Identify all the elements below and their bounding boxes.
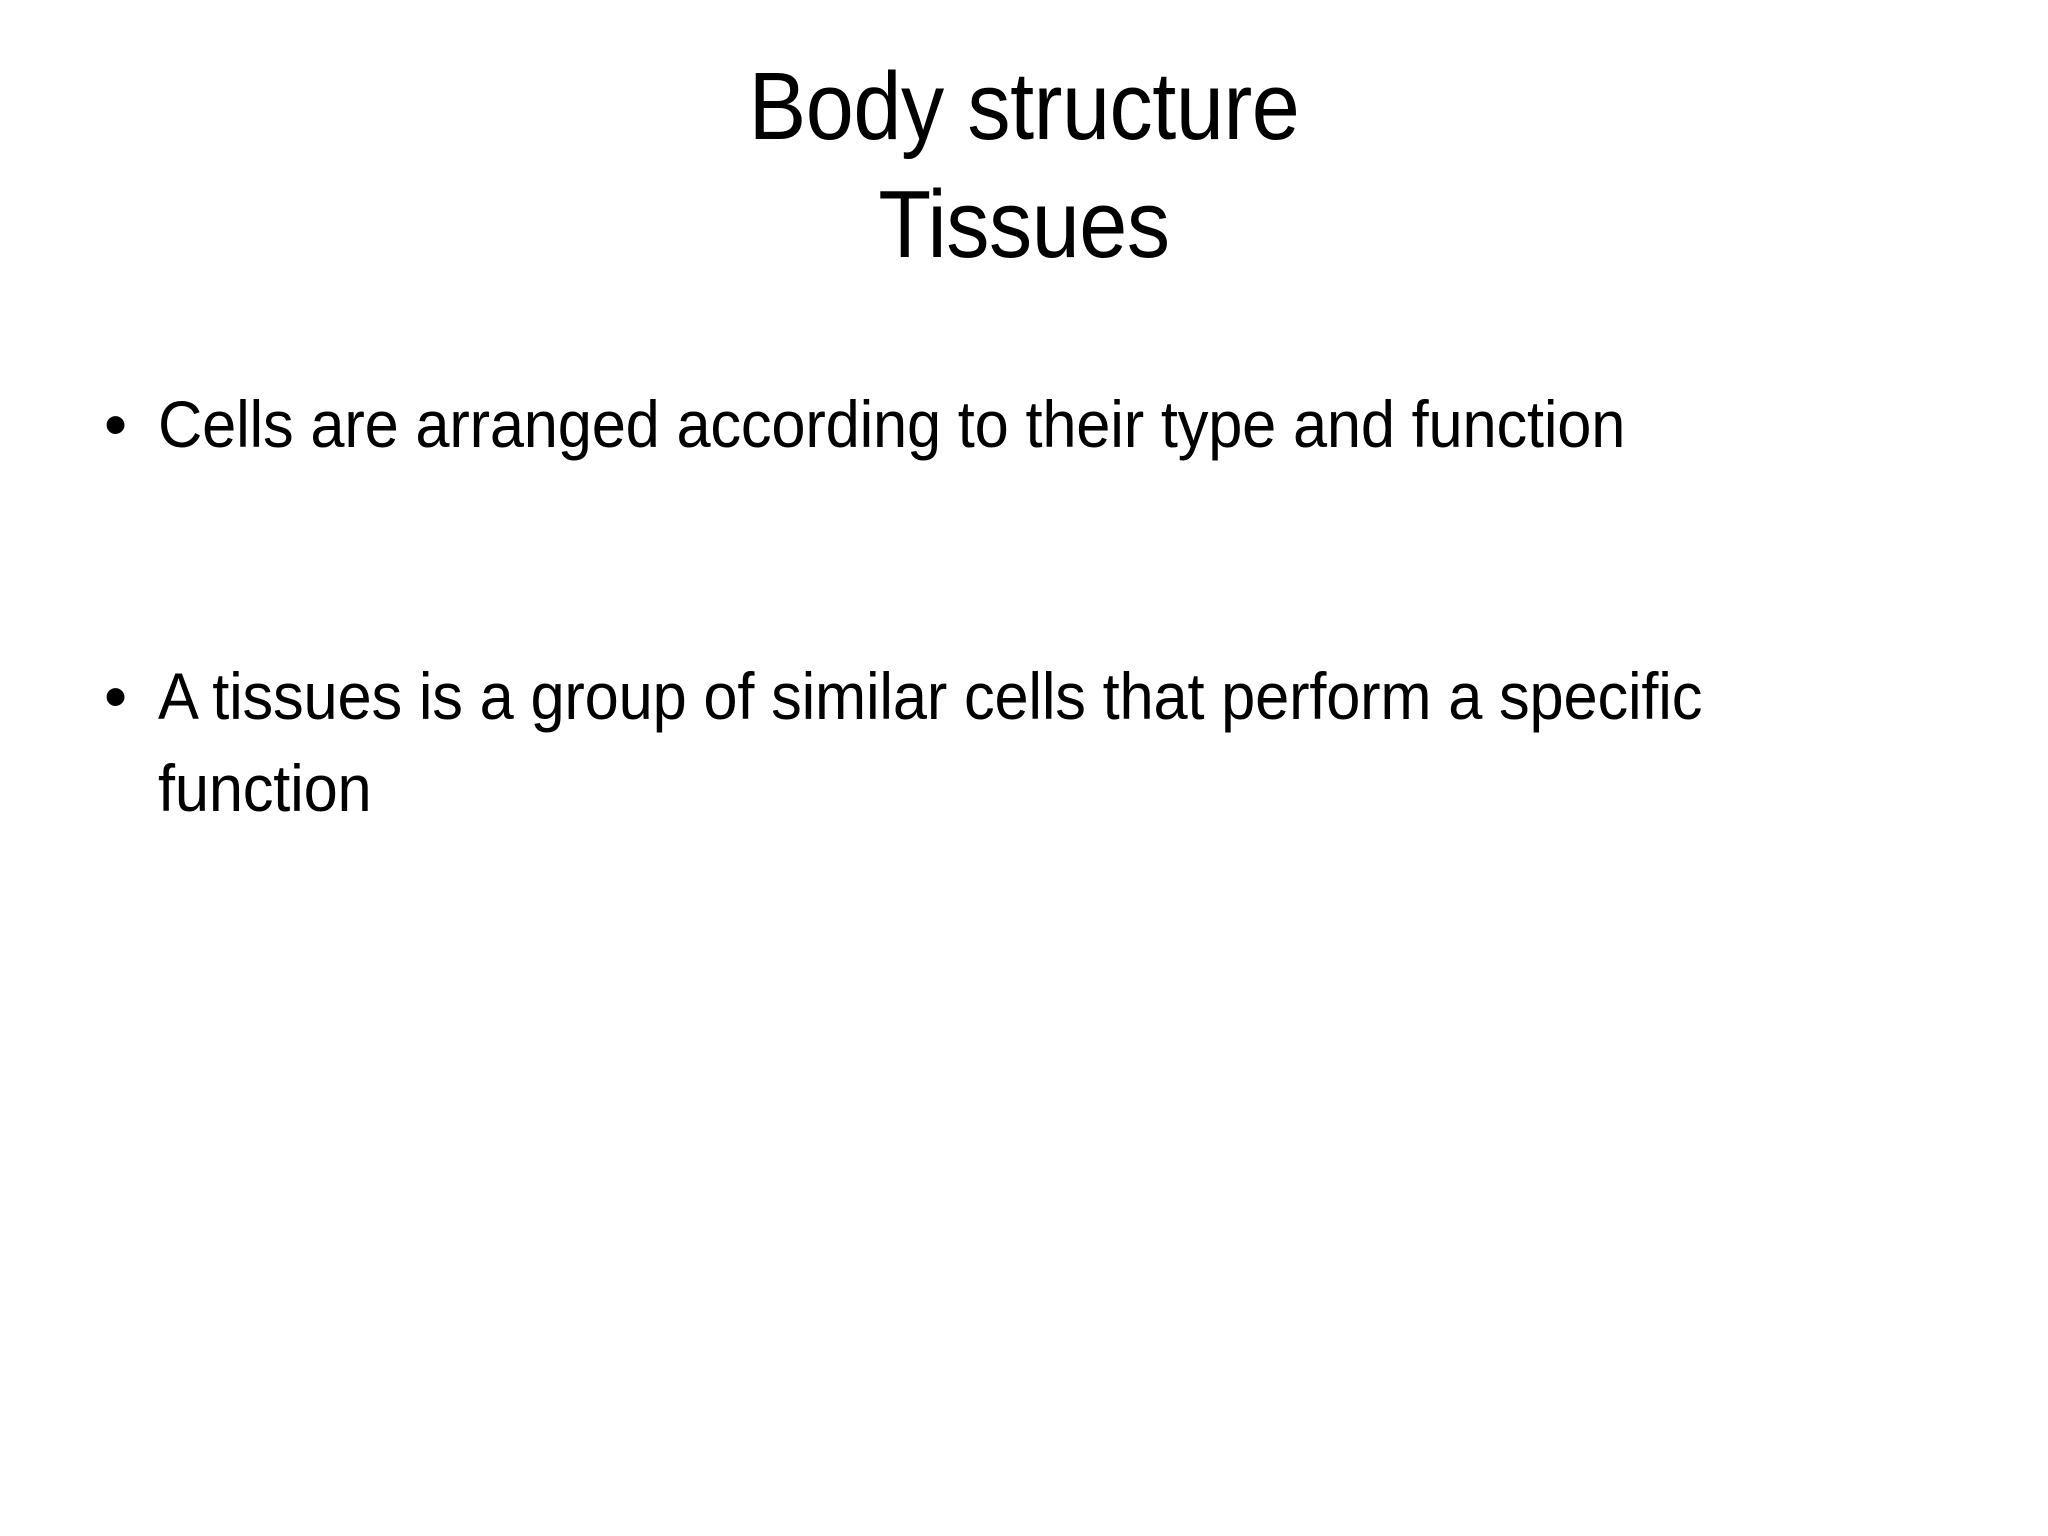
bullet-list-item: • Cells are arranged according to their …	[96, 378, 1976, 470]
title-line-2: Tissues	[878, 171, 1170, 278]
slide-body: • Cells are arranged according to their …	[96, 378, 1976, 834]
bullet-spacer	[96, 470, 1976, 650]
slide-title: Body structure Tissues	[0, 48, 2048, 284]
title-line-1: Body structure	[748, 53, 1300, 160]
bullet-point-icon: •	[104, 659, 128, 733]
bullet-point-icon: •	[104, 387, 128, 461]
bullet-text: Cells are arranged according to their ty…	[158, 387, 1626, 461]
bullet-list-item: • A tissues is a group of similar cells …	[96, 650, 1976, 834]
bullet-text: A tissues is a group of similar cells th…	[158, 659, 1703, 825]
